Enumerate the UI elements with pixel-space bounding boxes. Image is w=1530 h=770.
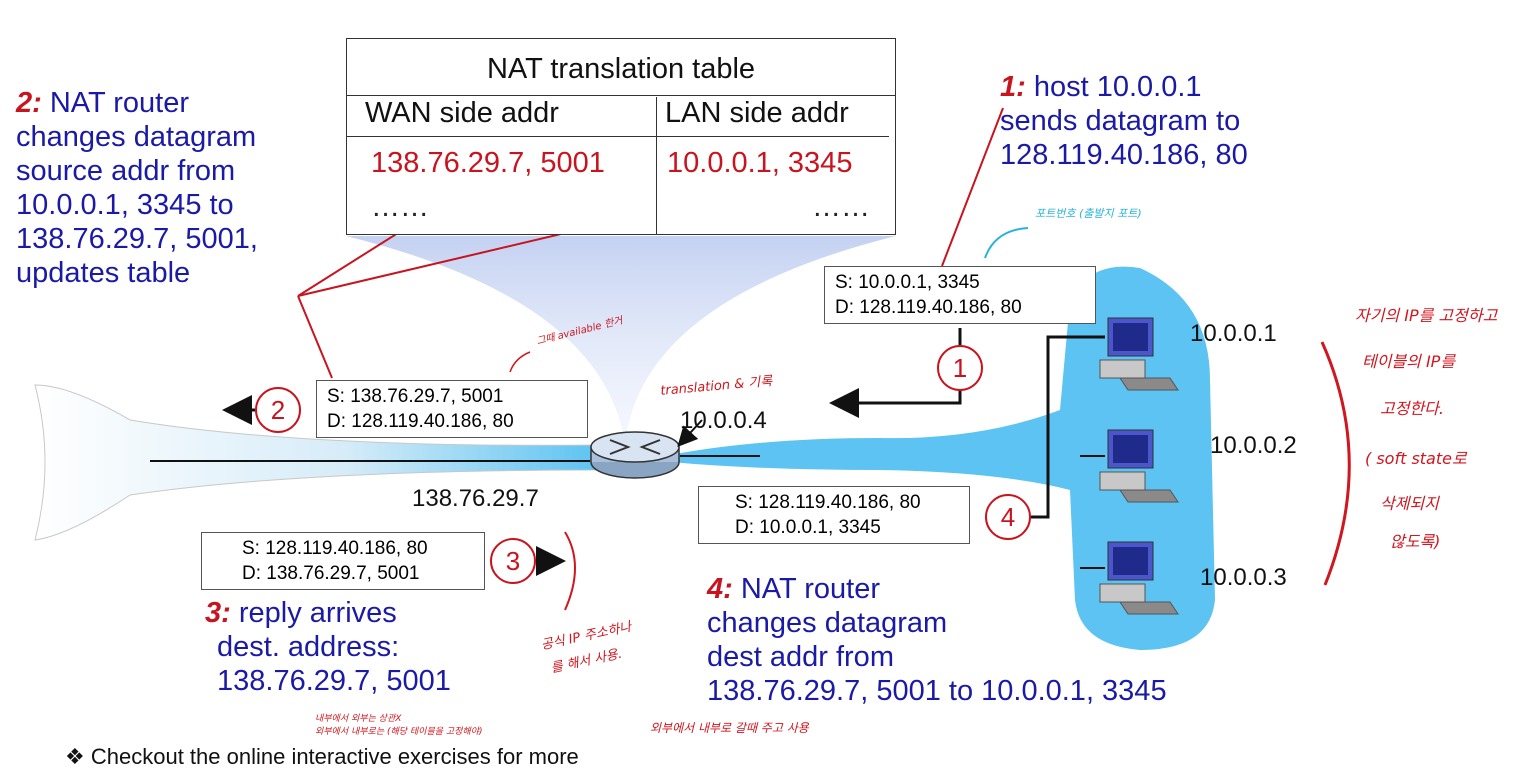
footer-text: ❖ Checkout the online interactive exerci… bbox=[65, 744, 579, 769]
nat-table-title: NAT translation table bbox=[486, 53, 756, 85]
note-side-4: ( soft state로 bbox=[1365, 449, 1467, 468]
circle-4-label: 4 bbox=[1000, 502, 1016, 532]
note-side-3: 고정한다. bbox=[1380, 399, 1444, 418]
note-bottom-3: 외부에서 내부로 갈때 주고 사용 bbox=[650, 721, 809, 735]
host-computer-icon-1 bbox=[1099, 317, 1179, 391]
datagram-1: S: 10.0.0.1, 3345 D: 128.119.40.186, 80 bbox=[824, 266, 1096, 324]
note-side-2: 테이블의 IP를 bbox=[1362, 352, 1456, 371]
router-wan-addr: 138.76.29.7 bbox=[412, 485, 539, 512]
circle-1-label: 1 bbox=[952, 353, 968, 383]
host-computer-icon-2 bbox=[1099, 429, 1179, 503]
nat-translation-table: NAT translation table WAN side addr LAN … bbox=[346, 38, 896, 235]
host3-addr: 10.0.0.3 bbox=[1200, 564, 1287, 591]
note-port: 포트번호 (출발지 포트) bbox=[1035, 207, 1142, 220]
datagram-2-src: S: 138.76.29.7, 5001 bbox=[327, 386, 504, 407]
datagram-2: S: 138.76.29.7, 5001 D: 128.119.40.186, … bbox=[316, 380, 588, 438]
wan-horn bbox=[34, 384, 601, 541]
lan-side-header: LAN side addr bbox=[665, 97, 849, 129]
bullet-icon: ❖ bbox=[65, 744, 85, 769]
datagram-4-dst: D: 10.0.0.1, 3345 bbox=[735, 517, 881, 538]
circle-2-label: 2 bbox=[270, 395, 286, 425]
step1-description: 1: host 10.0.0.1 sends datagram to 128.1… bbox=[1000, 71, 1248, 171]
note-bottom-2: 외부에서 내부로는 (해당 테이블을 고정해야) bbox=[315, 727, 483, 737]
wan-entry: 138.76.29.7, 5001 bbox=[371, 147, 605, 179]
note-side-1: 자기의 IP를 고정하고 bbox=[1355, 306, 1498, 325]
lan-cloud bbox=[670, 266, 1215, 650]
router-lan-addr: 10.0.0.4 bbox=[680, 407, 767, 434]
wan-side-header: WAN side addr bbox=[365, 97, 559, 129]
host1-addr: 10.0.0.1 bbox=[1190, 320, 1277, 347]
datagram-1-dst: D: 128.119.40.186, 80 bbox=[835, 297, 1022, 318]
note-side-6: 않도록) bbox=[1390, 532, 1441, 551]
circle-3-label: 3 bbox=[505, 546, 521, 576]
note-side-5: 삭제되지 bbox=[1380, 494, 1439, 513]
step3-description: 3: reply arrives dest. address: 138.76.2… bbox=[205, 597, 451, 697]
datagram-2-dst: D: 128.119.40.186, 80 bbox=[327, 411, 514, 432]
datagram-4-src: S: 128.119.40.186, 80 bbox=[735, 492, 921, 513]
wan-more: …… bbox=[371, 191, 429, 223]
datagram-3-src: S: 128.119.40.186, 80 bbox=[242, 538, 428, 559]
nat-router-icon bbox=[590, 431, 680, 479]
arrow-step1 bbox=[1020, 335, 1105, 519]
datagram-3-dst: D: 138.76.29.7, 5001 bbox=[242, 563, 420, 584]
datagram-4: S: 128.119.40.186, 80 D: 10.0.0.1, 3345 bbox=[698, 486, 970, 544]
datagram-1-src: S: 10.0.0.1, 3345 bbox=[835, 272, 980, 293]
lan-more: …… bbox=[812, 191, 870, 223]
datagram-3: S: 128.119.40.186, 80 D: 138.76.29.7, 50… bbox=[201, 532, 485, 590]
note-bottom-1: 내부에서 외부는 상관X bbox=[315, 714, 402, 724]
host2-addr: 10.0.0.2 bbox=[1210, 432, 1297, 459]
step4-description: 4: NAT router changes datagram dest addr… bbox=[707, 573, 1167, 707]
table-projection-cone bbox=[346, 236, 896, 445]
host-computer-icon-3 bbox=[1099, 541, 1179, 615]
red-bracket bbox=[1320, 341, 1351, 586]
lan-entry: 10.0.0.1, 3345 bbox=[667, 147, 853, 179]
step2-description: 2: NAT router changes datagram source ad… bbox=[16, 87, 258, 289]
